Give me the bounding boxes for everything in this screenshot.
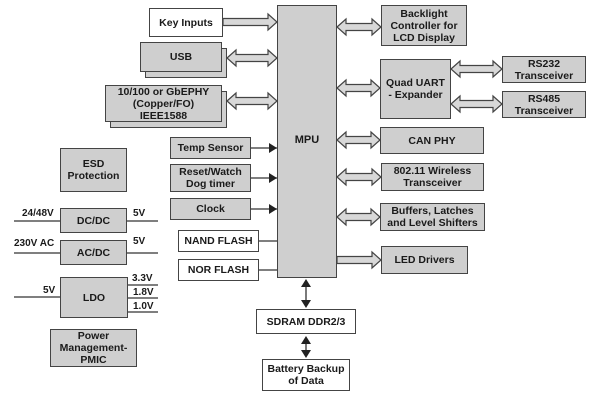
- acdc-input-label: 230V AC: [14, 238, 55, 249]
- clock-arrowhead: [269, 204, 277, 214]
- mpu-label: MPU: [294, 134, 320, 146]
- nor-flash-block: NOR FLASH: [178, 259, 259, 281]
- nand-flash-block: NAND FLASH: [178, 230, 259, 252]
- reset-watchdog-arrowhead: [269, 173, 277, 183]
- rs485-label: RS485 Transceiver: [514, 92, 574, 117]
- ethernet-phy-arrow: [226, 91, 278, 111]
- dcdc-output-label: 5V: [133, 208, 146, 219]
- mpu-block: MPU: [277, 5, 337, 278]
- usb-block: USB: [140, 42, 222, 72]
- buffers-label: Buffers, Latches and Level Shifters: [387, 205, 478, 229]
- reset-watchdog-label: Reset/Watch Dog timer: [179, 166, 242, 190]
- buffers-block: Buffers, Latches and Level Shifters: [380, 203, 485, 231]
- battery-backup-label: Battery Backup of Data: [267, 363, 345, 387]
- led-drivers-block: LED Drivers: [381, 246, 468, 274]
- battery-backup-block: Battery Backup of Data: [262, 359, 350, 391]
- nand-flash-label: NAND FLASH: [184, 235, 253, 247]
- dcdc-block: DC/DC: [60, 208, 127, 233]
- rs232-block: RS232 Transceiver: [502, 56, 586, 83]
- pmic-label: Power Management- PMIC: [59, 330, 128, 366]
- rs232-label: RS232 Transceiver: [514, 57, 574, 82]
- ethernet-phy-label: 10/100 or GbEPHY (Copper/FO) IEEE1588: [117, 85, 210, 122]
- mpu-sdram-arrowhead-down: [301, 300, 311, 308]
- reset-watchdog-block: Reset/Watch Dog timer: [170, 164, 251, 192]
- esd-block: ESD Protection: [60, 148, 127, 192]
- backlight-label: Backlight Controller for LCD Display: [390, 7, 458, 44]
- ldo-output-3v3: 3.3V: [132, 273, 153, 284]
- dcdc-label: DC/DC: [76, 214, 111, 227]
- wireless-label: 802.11 Wireless Transceiver: [393, 165, 472, 189]
- backlight-arrow: [336, 17, 382, 37]
- esd-label: ESD Protection: [67, 158, 120, 182]
- clock-block: Clock: [170, 198, 251, 220]
- ldo-output-1v0: 1.0V: [133, 301, 154, 312]
- ethernet-phy-block: 10/100 or GbEPHY (Copper/FO) IEEE1588: [105, 85, 222, 122]
- quad-uart-block: Quad UART - Expander: [380, 59, 451, 119]
- usb-label: USB: [169, 51, 193, 63]
- acdc-label: AC/DC: [76, 246, 111, 259]
- key-inputs-arrow: [222, 12, 278, 32]
- rs485-block: RS485 Transceiver: [502, 91, 586, 118]
- sdram-block: SDRAM DDR2/3: [256, 309, 356, 334]
- key-inputs-label: Key Inputs: [159, 16, 213, 29]
- dcdc-input-label: 24/48V: [22, 208, 54, 219]
- temp-sensor-block: Temp Sensor: [170, 137, 251, 159]
- temp-sensor-arrowhead: [269, 143, 277, 153]
- quad-uart-arrow: [336, 78, 381, 98]
- mpu-sdram-arrowhead-up: [301, 279, 311, 287]
- sdram-label: SDRAM DDR2/3: [266, 315, 346, 328]
- wireless-arrow: [336, 167, 382, 187]
- acdc-output-label: 5V: [133, 236, 146, 247]
- buffers-arrow: [336, 207, 381, 227]
- led-drivers-arrow: [336, 250, 382, 270]
- can-phy-arrow: [336, 130, 381, 150]
- rs232-arrow: [450, 59, 503, 79]
- ldo-block: LDO: [60, 277, 128, 318]
- temp-sensor-label: Temp Sensor: [177, 142, 244, 154]
- quad-uart-label: Quad UART - Expander: [386, 77, 445, 101]
- led-drivers-label: LED Drivers: [394, 254, 455, 266]
- wireless-block: 802.11 Wireless Transceiver: [381, 163, 484, 191]
- backlight-block: Backlight Controller for LCD Display: [381, 5, 467, 46]
- usb-arrow: [226, 48, 278, 68]
- clock-label: Clock: [196, 203, 225, 215]
- sdram-battery-arrowhead-down: [301, 350, 311, 358]
- can-phy-label: CAN PHY: [408, 134, 456, 147]
- can-phy-block: CAN PHY: [380, 127, 484, 154]
- nor-flash-label: NOR FLASH: [187, 264, 250, 276]
- rs485-arrow: [450, 94, 503, 114]
- pmic-block: Power Management- PMIC: [50, 329, 137, 367]
- key-inputs-block: Key Inputs: [149, 8, 223, 37]
- ldo-input-label: 5V: [43, 285, 56, 296]
- ldo-label: LDO: [82, 291, 106, 304]
- ldo-output-1v8: 1.8V: [133, 287, 154, 298]
- sdram-battery-arrowhead-up: [301, 336, 311, 344]
- acdc-block: AC/DC: [60, 240, 127, 265]
